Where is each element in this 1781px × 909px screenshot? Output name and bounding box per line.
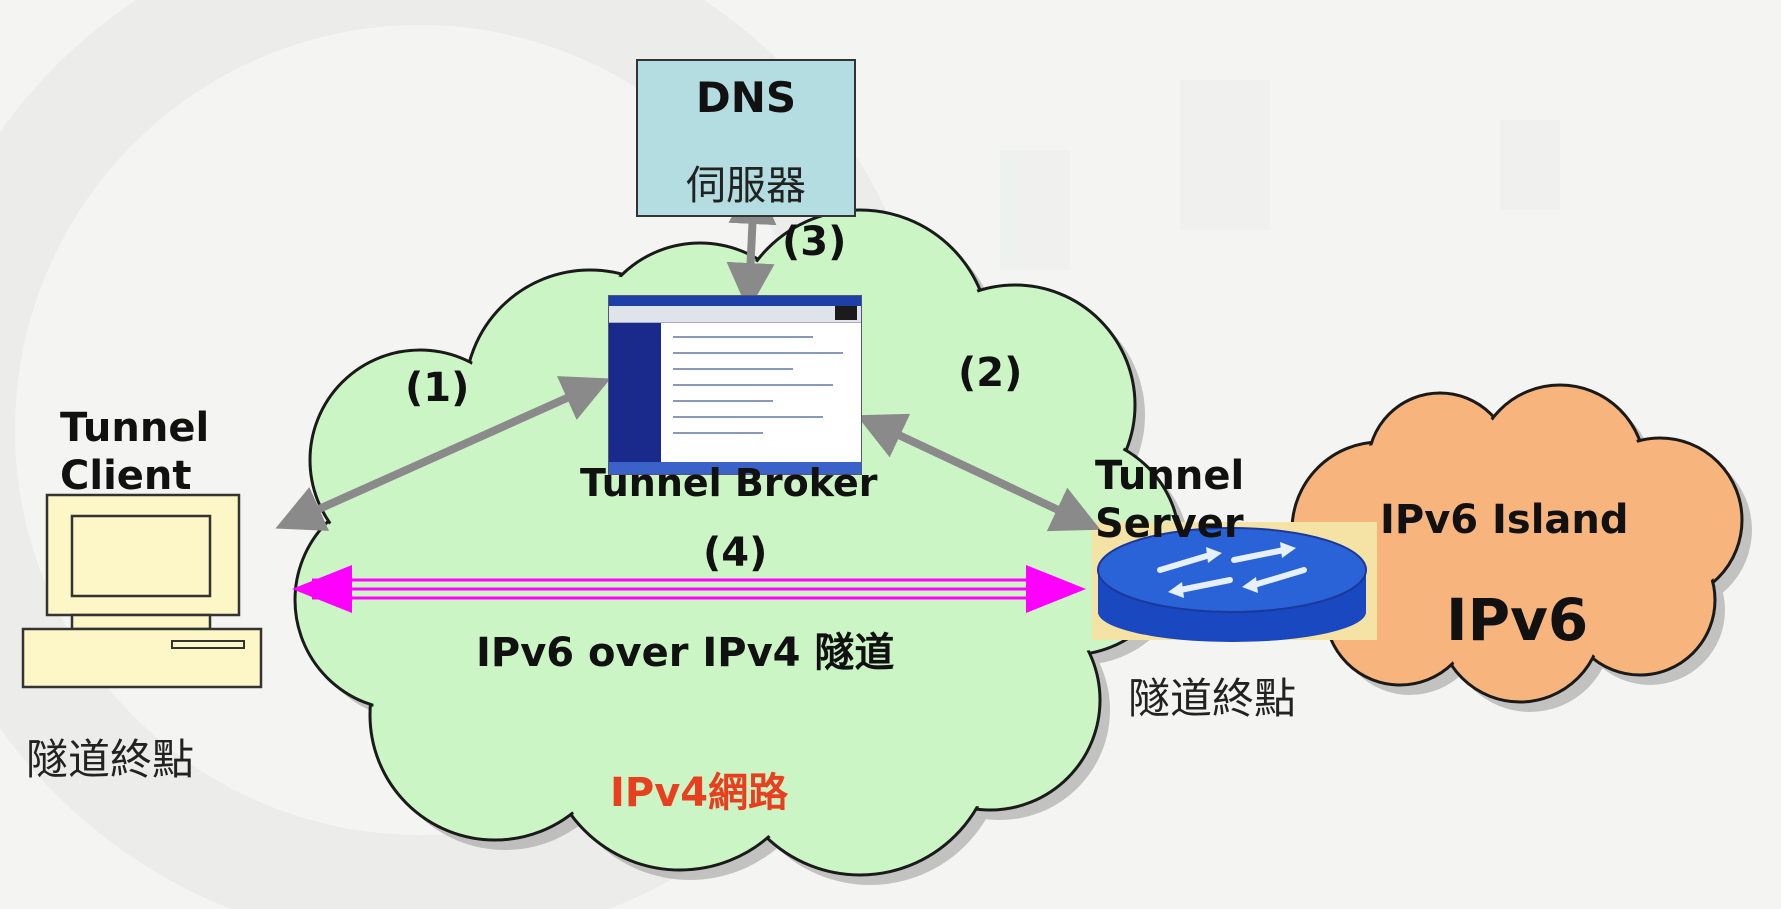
arrow-step2 [856, 413, 1101, 532]
server-endpoint-label: 隧道終點 [1128, 674, 1297, 723]
logo-icon [835, 306, 857, 320]
window-taskbar [609, 462, 861, 474]
text-line [673, 368, 793, 370]
step-1-label: (1) [405, 365, 470, 411]
tunnel-client-label: Tunnel Client [60, 405, 210, 499]
text-line [673, 384, 833, 386]
ipv4-network-label: IPv4網路 [610, 770, 789, 816]
router-icon [1092, 522, 1377, 642]
tunnel-label: IPv6 over IPv4 隧道 [476, 630, 895, 676]
ipv6-island-cloud [1290, 383, 1752, 712]
text-line [673, 352, 843, 354]
window-titlebar [609, 296, 861, 306]
desktop-computer-icon [21, 493, 263, 689]
text-line [673, 400, 773, 402]
step-4-label: (4) [703, 530, 768, 576]
window-toolbar [609, 306, 861, 323]
window-sidebar [609, 323, 661, 462]
ipv6-over-ipv4-tunnel [292, 565, 1086, 613]
text-line [673, 416, 823, 418]
client-endpoint-label: 隧道終點 [26, 735, 195, 784]
dns-server-box: DNS 伺服器 [636, 59, 856, 217]
dns-title: DNS [695, 73, 797, 122]
text-line [673, 432, 763, 434]
step-3-label: (3) [782, 219, 847, 265]
text-line [673, 336, 813, 338]
step-2-label: (2) [958, 350, 1023, 396]
ipv6-island-label: IPv6 Island [1380, 497, 1629, 543]
dns-subtitle: 伺服器 [686, 163, 806, 209]
tunnel-broker-label: Tunnel Broker [580, 461, 878, 505]
browser-window-icon [608, 295, 862, 475]
ipv6-big-label: IPv6 [1446, 586, 1589, 654]
arrow-step1 [275, 376, 611, 531]
tunnel-server-label: Tunnel Server [1095, 453, 1245, 547]
